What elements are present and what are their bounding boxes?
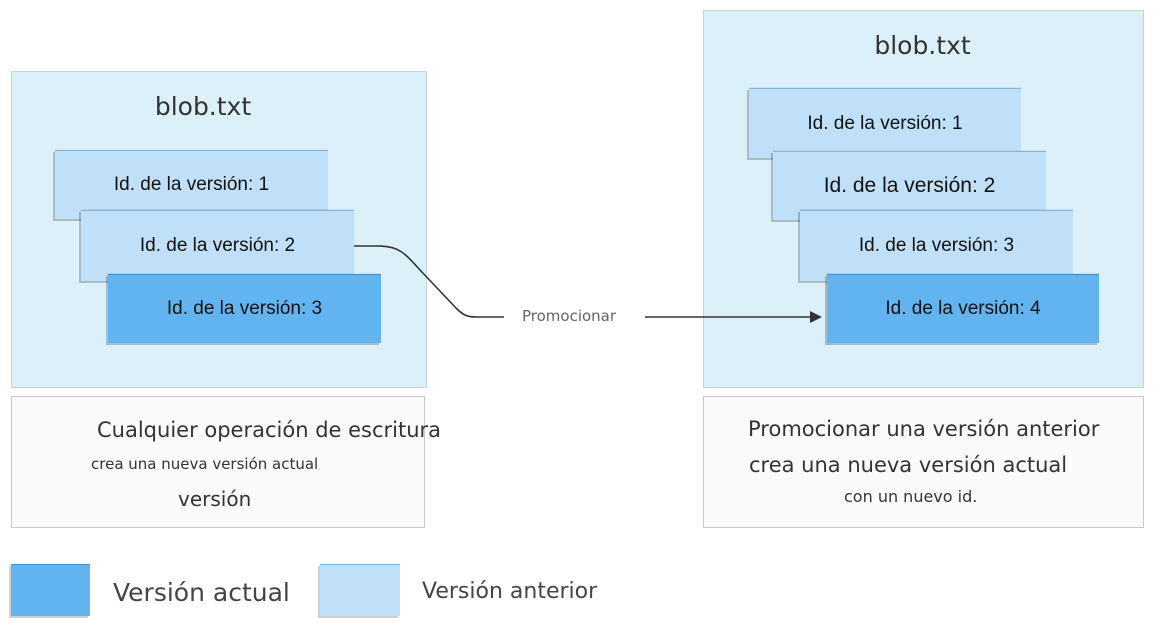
right-caption-box	[703, 396, 1144, 528]
left-panel-title: blob.txt	[154, 92, 252, 121]
right-caption-line-3: con un nuevo id.	[844, 487, 978, 506]
right-version-1: Id. de la versión: 1	[749, 88, 1021, 158]
right-panel-title: blob.txt	[874, 31, 971, 60]
legend-previous-swatch	[320, 564, 400, 616]
right-version-2-label: Id. de la versión: 2	[823, 174, 996, 197]
promote-label: Promocionar	[522, 307, 617, 325]
left-caption-box	[11, 396, 425, 528]
right-caption-line-2: crea una nueva versión actual	[749, 453, 1068, 477]
left-version-3-label: Id. de la versión: 3	[166, 298, 323, 319]
left-caption-line-2: crea una nueva versión actual	[91, 455, 319, 473]
connector-curve-line	[354, 245, 504, 318]
right-version-2: Id. de la versión: 2	[773, 151, 1046, 220]
left-version-2-label: Id. de la versión: 2	[139, 235, 296, 256]
right-version-4-label: Id. de la versión: 4	[885, 298, 1041, 319]
left-caption-line-1: Cualquier operación de escritura	[97, 418, 442, 442]
left-version-1-label: Id. de la versión: 1	[113, 174, 270, 195]
right-version-3-label: Id. de la versión: 3	[858, 235, 1015, 256]
left-version-2: Id. de la versión: 2	[81, 210, 354, 281]
right-version-1-label: Id. de la versión: 1	[807, 112, 963, 134]
right-version-4-current: Id. de la versión: 4	[827, 274, 1099, 343]
legend-current-label: Versión actual	[113, 578, 290, 607]
right-version-3: Id. de la versión: 3	[800, 210, 1073, 281]
left-version-1: Id. de la versión: 1	[55, 150, 328, 219]
left-caption-line-3: versión	[178, 487, 252, 511]
legend-current-swatch	[11, 564, 90, 616]
left-version-3-current: Id. de la versión: 3	[108, 274, 381, 343]
legend-previous-label: Versión anterior	[422, 579, 598, 604]
right-caption-line-1: Promocionar una versión anterior	[748, 417, 1100, 441]
